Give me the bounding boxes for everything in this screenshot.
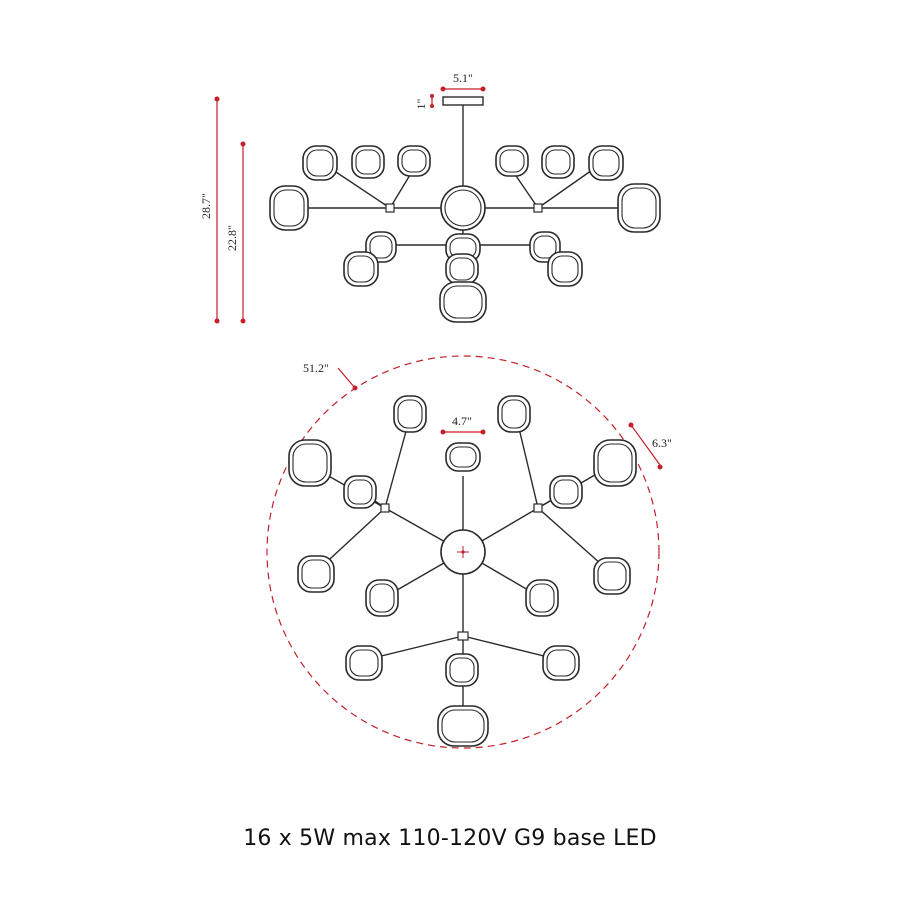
side-view: 5.1" 1" 28.7" 22.8" — [199, 71, 661, 324]
plan-shades — [288, 395, 637, 747]
shade-width-label: 4.7" — [452, 414, 472, 428]
canopy-width-label: 5.1" — [453, 71, 473, 85]
body-height-label: 22.8" — [225, 225, 239, 251]
side-center-globe — [440, 185, 486, 231]
canopy-height-label: 1" — [414, 98, 428, 109]
canopy — [442, 96, 484, 106]
overall-diameter-label: 51.2" — [303, 361, 329, 375]
plan-dimensions — [337, 367, 663, 470]
diameter-circle — [266, 355, 660, 749]
side-shades — [269, 145, 661, 323]
side-dimensions — [214, 86, 486, 324]
plan-view: 51.2" 4.7" 6.3" — [266, 355, 672, 749]
overall-height-label: 28.7" — [199, 193, 213, 219]
shade-depth-label: 6.3" — [652, 436, 672, 450]
bulb-spec-text: 16 x 5W max 110-120V G9 base LED — [243, 826, 657, 851]
